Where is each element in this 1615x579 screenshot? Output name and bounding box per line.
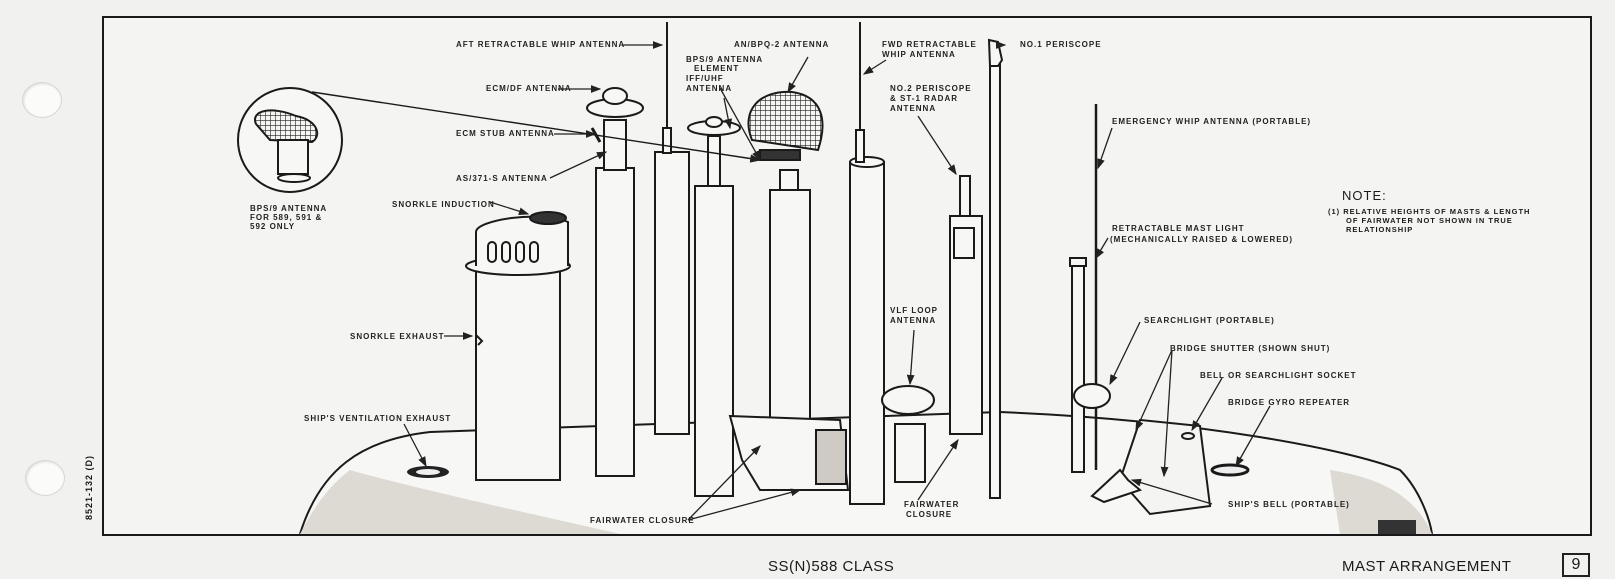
snorkle-mast — [465, 211, 571, 481]
label-snorkle-exhaust: SNORKLE EXHAUST — [350, 332, 445, 341]
drawing-frame — [102, 16, 1592, 536]
label-fairwater-closure: FAIRWATER CLOSURE — [590, 516, 695, 525]
vlf-loop-antenna — [881, 385, 935, 483]
label-ecm-stub-antenna: ECM STUB ANTENNA — [456, 129, 555, 138]
label-bridge-shutter: BRIDGE SHUTTER (SHOWN SHUT) — [1170, 344, 1331, 353]
note-title: NOTE: — [1342, 188, 1387, 203]
label-snorkle-induction: SNORKLE INDUCTION — [392, 200, 495, 209]
note-line: OF FAIRWATER NOT SHOWN IN TRUE — [1346, 216, 1513, 225]
label-bps-9-element-1: BPS/9 ANTENNA — [686, 55, 764, 64]
label-aft-whip-antenna: AFT RETRACTABLE WHIP ANTENNA — [456, 40, 626, 49]
label-inset-caption-2: FOR 589, 591 & — [250, 213, 323, 222]
label-no-2-periscope-2: & ST-1 RADAR — [890, 94, 959, 103]
no-2-periscope — [949, 175, 983, 435]
label-fwd-whip-2: WHIP ANTENNA — [882, 50, 956, 59]
label-mast-light-1: RETRACTABLE MAST LIGHT — [1112, 224, 1245, 233]
label-inset-caption-1: BPS/9 ANTENNA — [250, 204, 328, 213]
label-searchlight: SEARCHLIGHT (PORTABLE) — [1144, 316, 1275, 325]
no-1-periscope — [987, 38, 1004, 499]
label-iff-uhf-1: IFF/UHF — [686, 74, 724, 83]
aft-whip-mast — [654, 22, 690, 435]
page-number: 9 — [1562, 553, 1590, 577]
gyro-repeater — [1210, 463, 1250, 477]
searchlight — [1073, 383, 1111, 409]
fairwater-closure-hatch — [728, 414, 850, 491]
label-no-2-periscope-1: NO.2 PERISCOPE — [890, 84, 972, 93]
label-an-bpq-2-antenna: AN/BPQ-2 ANTENNA — [734, 40, 830, 49]
label-emergency-whip: EMERGENCY WHIP ANTENNA (PORTABLE) — [1112, 117, 1312, 126]
mast-light — [1069, 257, 1087, 473]
label-fwd-whip-1: FWD RETRACTABLE — [882, 40, 977, 49]
label-fairwater-closure-2-2: CLOSURE — [906, 510, 953, 519]
hull-marking — [1378, 520, 1416, 534]
note-body: (1) RELATIVE HEIGHTS OF MASTS & LENGTH O… — [1328, 207, 1530, 234]
leader-lines — [403, 41, 1271, 521]
label-as-371-s-antenna: AS/371-S ANTENNA — [456, 174, 548, 183]
label-bps-9-element-2: ELEMENT — [694, 64, 740, 73]
label-iff-uhf-2: ANTENNA — [686, 84, 733, 93]
page-title: MAST ARRANGEMENT — [1342, 558, 1512, 575]
note-line: RELATIONSHIP — [1346, 225, 1414, 234]
label-ships-ventilation-exhaust: SHIP'S VENTILATION EXHAUST — [304, 414, 452, 423]
label-vlf-2: ANTENNA — [890, 316, 937, 325]
note-line: (1) RELATIVE HEIGHTS OF MASTS & LENGTH — [1328, 207, 1531, 216]
label-mast-light-2: (MECHANICALLY RAISED & LOWERED) — [1110, 235, 1294, 244]
label-no-2-periscope-3: ANTENNA — [890, 104, 937, 113]
label-ecm-df-antenna: ECM/DF ANTENNA — [486, 84, 572, 93]
iff-uhf-mast — [687, 116, 741, 497]
label-gyro-repeater: BRIDGE GYRO REPEATER — [1228, 398, 1351, 407]
fwd-whip-mast — [849, 22, 885, 505]
label-bell-socket: BELL OR SEARCHLIGHT SOCKET — [1200, 371, 1357, 380]
label-inset-caption-3: 592 ONLY — [250, 222, 296, 231]
binder-hole-top — [22, 82, 62, 118]
label-ships-bell: SHIP'S BELL (PORTABLE) — [1228, 500, 1350, 509]
label-vlf-1: VLF LOOP — [890, 306, 938, 315]
label-no-1-periscope: NO.1 PERISCOPE — [1020, 40, 1102, 49]
bell-socket — [1181, 432, 1195, 440]
ecm-df-mast — [586, 87, 644, 477]
bps-9-inset — [237, 87, 762, 193]
vessel-class: SS(N)588 CLASS — [768, 558, 895, 575]
label-fairwater-closure-2-1: FAIRWATER — [904, 500, 960, 509]
binder-hole-bottom — [25, 460, 65, 496]
